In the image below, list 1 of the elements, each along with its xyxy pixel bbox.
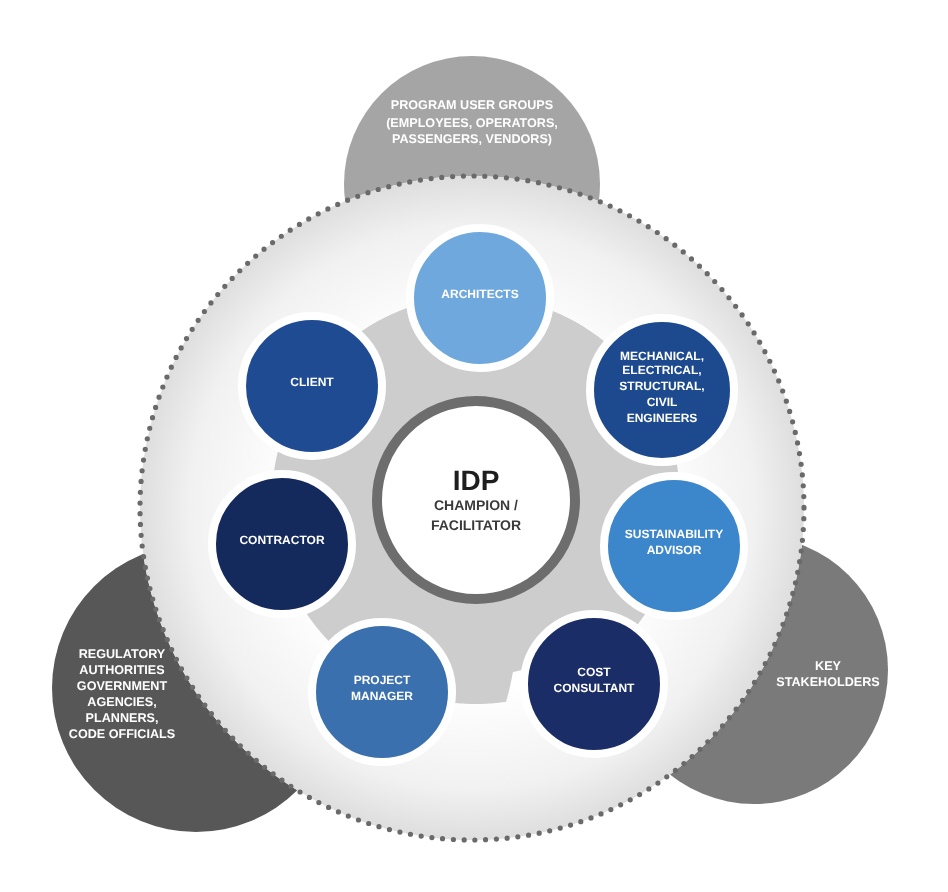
center-title: IDP xyxy=(452,464,500,497)
